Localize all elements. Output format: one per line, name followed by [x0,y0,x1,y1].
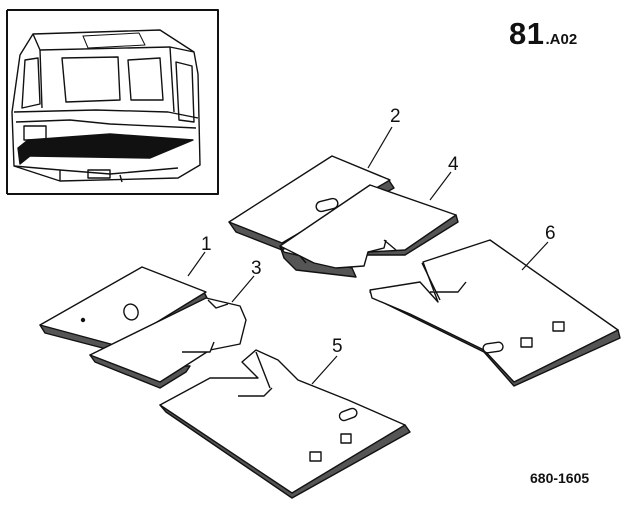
section-number-suffix: .A02 [545,31,578,48]
floor-panel-5 [159,349,411,499]
callout-6: 6 [545,223,556,244]
callout-5: 5 [332,336,343,357]
reference-code: 680-1605 [530,470,590,486]
callout-4: 4 [448,154,459,175]
callout-3: 3 [251,258,262,279]
floor-panel-6 [369,239,621,387]
callout-leaders [187,126,549,385]
callout-2: 2 [390,106,401,127]
section-number-main: 81 [509,16,545,51]
floor-panel-3 [89,297,247,389]
floor-panel-4 [279,184,459,278]
cab-overview-inset [6,9,219,195]
section-number: 81.A02 [509,16,577,52]
callout-1: 1 [201,234,212,255]
